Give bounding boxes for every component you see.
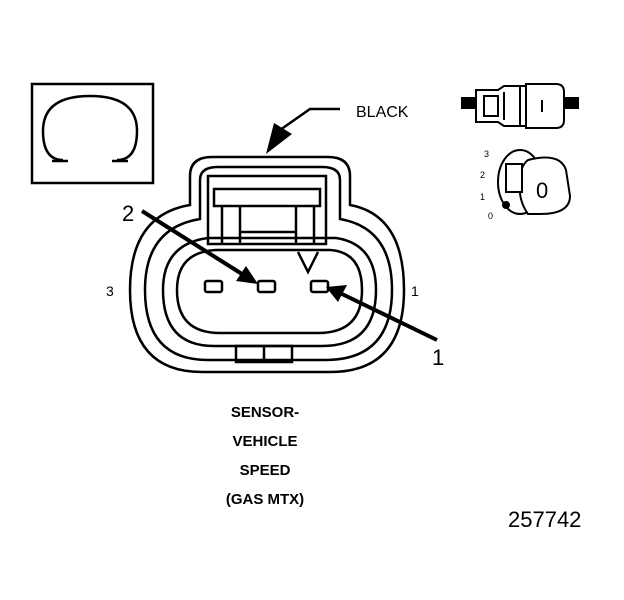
rotary-switch-inset: [497, 149, 572, 215]
inset-switch-zero: 0: [536, 178, 548, 203]
pin-2-callout-arrow: [140, 209, 258, 284]
pin-1-callout-arrow: [326, 285, 438, 342]
pin-1-callout-number: 1: [432, 345, 444, 370]
caption-line-1: SENSOR-: [230, 404, 300, 421]
connector-side-view-inset: [461, 83, 579, 129]
left-side-label: 3: [106, 283, 114, 299]
inset-scale-0: 0: [488, 211, 493, 221]
inset-scale-3: 3: [484, 149, 489, 159]
color-label: BLACK: [356, 104, 409, 121]
inset-scale-1: 1: [480, 192, 485, 202]
inset-scale-2: 2: [480, 170, 485, 180]
figure-number: 257742: [508, 507, 582, 532]
caption-line-3: SPEED: [239, 462, 291, 479]
connector-housing: [128, 155, 406, 374]
caption-line-2: VEHICLE: [232, 433, 298, 450]
pin-2-terminal: [256, 279, 277, 294]
omega-symbol-box: [30, 82, 155, 185]
pin-1-terminal: [309, 279, 330, 294]
caption-line-4: (GAS MTX): [225, 491, 305, 508]
pin-2-callout-number: 2: [122, 201, 134, 226]
component-caption: SENSOR- VEHICLE SPEED (GAS MTX): [180, 398, 350, 514]
pin-3-terminal: [203, 279, 224, 294]
black-pointer-arrow: [266, 107, 340, 154]
right-side-label: 1: [411, 283, 419, 299]
